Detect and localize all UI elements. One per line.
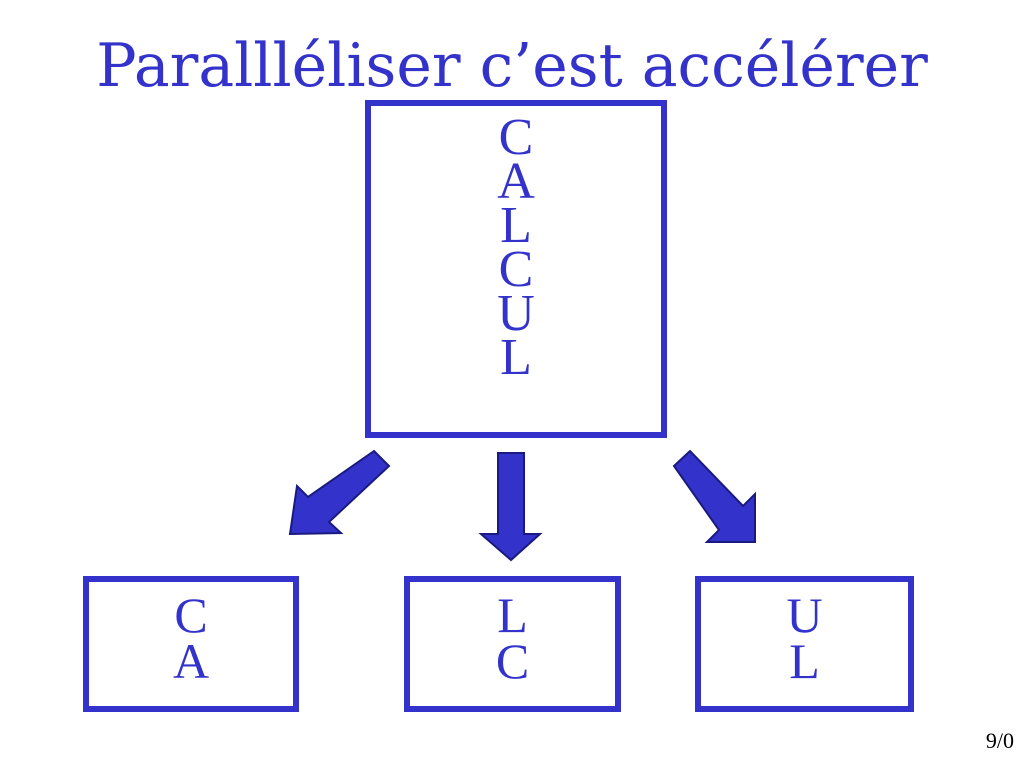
- main-letter: L: [500, 329, 532, 386]
- sub-letter: L: [789, 633, 820, 689]
- main-letter: C: [498, 241, 534, 298]
- sub-letter: C: [174, 587, 208, 643]
- main-letter: A: [497, 153, 535, 210]
- arrow-down-icon: [478, 452, 543, 562]
- arrow-down-left-icon: [288, 449, 391, 536]
- main-calcul-box: C A L C U L: [365, 100, 667, 438]
- arrow-down-right-icon: [672, 449, 756, 543]
- sub-letter: A: [172, 633, 210, 689]
- sub-box-ca: C A: [83, 576, 299, 712]
- sub-letter-stack: L C: [410, 587, 615, 689]
- page-number: 9/0: [985, 728, 1014, 753]
- sub-letter-stack: C A: [89, 587, 293, 689]
- main-letter: C: [498, 109, 534, 166]
- sub-letter: U: [786, 587, 823, 643]
- slide-title: Parallléliser c’est accélérer: [96, 31, 928, 101]
- sub-letter: L: [497, 587, 528, 643]
- main-letter: U: [497, 285, 535, 342]
- sub-letter-stack: U L: [701, 587, 908, 689]
- main-letter: L: [500, 197, 532, 254]
- sub-box-lc: L C: [404, 576, 621, 712]
- sub-letter: C: [495, 633, 530, 689]
- sub-box-ul: U L: [695, 576, 914, 712]
- main-letter-stack: C A L C U L: [371, 109, 661, 386]
